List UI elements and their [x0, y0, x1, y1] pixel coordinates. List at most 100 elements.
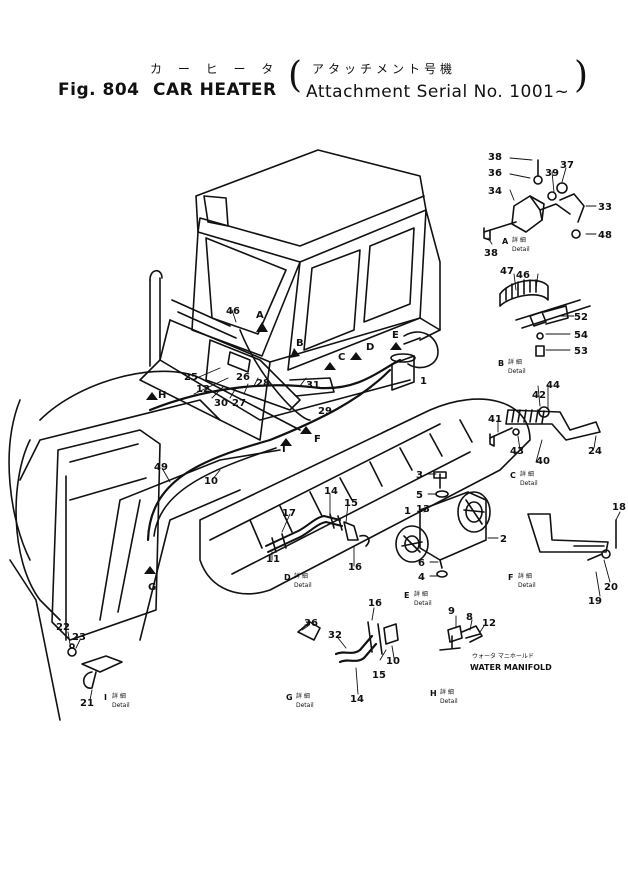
svg-text:Detail: Detail	[414, 600, 432, 607]
arrow-label-c: C	[338, 352, 345, 363]
part-44: 44	[546, 380, 560, 391]
part-47: 47	[500, 266, 514, 277]
part-54: 54	[574, 330, 588, 341]
part-17: 17	[282, 508, 296, 519]
part-14-detail-d: 14	[324, 486, 338, 497]
part-18: 18	[612, 502, 626, 513]
svg-text:D: D	[284, 573, 291, 582]
svg-text:C: C	[510, 471, 516, 480]
svg-text:詳 細: 詳 細	[512, 236, 526, 244]
caption-detail-d: D 詳 細 Detail	[284, 572, 312, 589]
svg-text:Detail: Detail	[294, 582, 312, 589]
part-25: 25	[184, 372, 198, 383]
part-27: 27	[232, 398, 246, 409]
svg-text:I: I	[104, 693, 107, 702]
detail-captions: A 詳 細 Detail B 詳 細 Detail C 詳 細 Detail D…	[104, 236, 552, 709]
part-23: 23	[72, 632, 86, 643]
svg-text:H: H	[430, 689, 437, 698]
part-20: 20	[604, 582, 618, 593]
part-11: 11	[266, 554, 280, 565]
svg-text:Detail: Detail	[440, 698, 458, 705]
part-15-detail-d: 15	[344, 498, 358, 509]
arrow-label-g: G	[148, 582, 156, 593]
part-1-main: 1	[420, 376, 427, 387]
part-39: 39	[545, 168, 559, 179]
arrow-h-icon	[146, 392, 158, 400]
part-1-detail-e: 1	[404, 506, 411, 517]
figure-title: CAR HEATER	[153, 80, 277, 100]
arrow-label-e: E	[392, 330, 399, 341]
arrow-label-h: H	[158, 390, 166, 401]
part-30: 30	[214, 398, 228, 409]
caption-detail-h: H 詳 細 Detail	[430, 688, 458, 705]
part-6: 6	[418, 558, 425, 569]
part-28: 28	[256, 378, 270, 389]
part-16-detail-g: 16	[368, 598, 382, 609]
water-manifold-label: ウォータ マニホールド WATER MANIFOLD	[470, 652, 552, 672]
view-arrows	[144, 322, 402, 574]
part-12-detail-h: 12	[482, 618, 496, 629]
caption-detail-e: E 詳 細 Detail	[404, 590, 432, 607]
part-9: 9	[448, 606, 455, 617]
part-15-detail-g: 15	[372, 670, 386, 681]
part-46-main: 46	[226, 306, 240, 317]
arrow-label-b: B	[296, 338, 304, 349]
arrow-label-i: I	[282, 444, 286, 455]
part-52: 52	[574, 312, 588, 323]
arrow-label-f: F	[314, 434, 321, 445]
figure-number: Fig. 804	[58, 80, 140, 100]
part-16-detail-d: 16	[348, 562, 362, 573]
svg-text:A: A	[502, 237, 509, 246]
detail-c-assembly	[489, 406, 601, 447]
svg-text:詳 細: 詳 細	[440, 688, 454, 696]
caption-detail-f: F 詳 細 Detail	[508, 572, 536, 589]
arrow-e-icon	[390, 342, 402, 350]
title-japanese: カ ー ヒ ー タ	[150, 62, 280, 76]
part-5: 5	[416, 490, 423, 501]
svg-text:詳 細: 詳 細	[112, 692, 126, 700]
close-paren: )	[574, 55, 589, 96]
svg-text:詳 細: 詳 細	[520, 470, 534, 478]
detail-a-assembly	[483, 159, 585, 241]
part-numbers: 38 36 37 39 34 33 48 38 47 46 52 54 53 4…	[56, 152, 626, 709]
part-10-main: 10	[204, 476, 218, 487]
caption-detail-a: A 詳 細 Detail	[502, 236, 530, 253]
part-31: 31	[306, 380, 320, 391]
arrow-a-icon	[256, 322, 268, 332]
svg-text:B: B	[498, 359, 504, 368]
part-49: 49	[154, 462, 168, 473]
part-4: 4	[418, 572, 425, 583]
part-10-detail-g: 10	[386, 656, 400, 667]
detail-i-clip	[67, 643, 123, 689]
part-8: 8	[466, 612, 473, 623]
svg-text:Detail: Detail	[296, 702, 314, 709]
part-42: 42	[532, 390, 546, 401]
arrow-i-icon	[280, 438, 292, 446]
part-41: 41	[488, 414, 502, 425]
svg-text:Detail: Detail	[512, 246, 530, 253]
svg-text:F: F	[508, 573, 513, 582]
part-43: 43	[510, 446, 524, 457]
part-36: 36	[488, 168, 502, 179]
arrow-g-icon	[144, 566, 156, 574]
part-34: 34	[488, 186, 502, 197]
svg-text:詳 細: 詳 細	[414, 590, 428, 598]
svg-text:WATER MANIFOLD: WATER MANIFOLD	[470, 663, 552, 672]
svg-text:Detail: Detail	[518, 582, 536, 589]
detail-d-hose	[265, 513, 370, 553]
part-53: 53	[574, 346, 588, 357]
part-32: 32	[328, 630, 342, 641]
caption-detail-g: G 詳 細 Detail	[286, 692, 314, 709]
part-36-detail-g: 36	[304, 618, 318, 629]
part-12-main: 12	[196, 384, 210, 395]
svg-text:ウォータ マニホールド: ウォータ マニホールド	[472, 652, 534, 660]
part-33: 33	[598, 202, 612, 213]
part-38-bottom: 38	[484, 248, 498, 259]
detail-f-bracket	[527, 513, 617, 561]
bulldozer-body	[8, 149, 531, 721]
arrow-letters: A B C D E F G H I	[148, 310, 399, 593]
svg-text:詳 細: 詳 細	[294, 572, 308, 580]
svg-text:G: G	[286, 693, 293, 702]
part-26: 26	[236, 372, 250, 383]
